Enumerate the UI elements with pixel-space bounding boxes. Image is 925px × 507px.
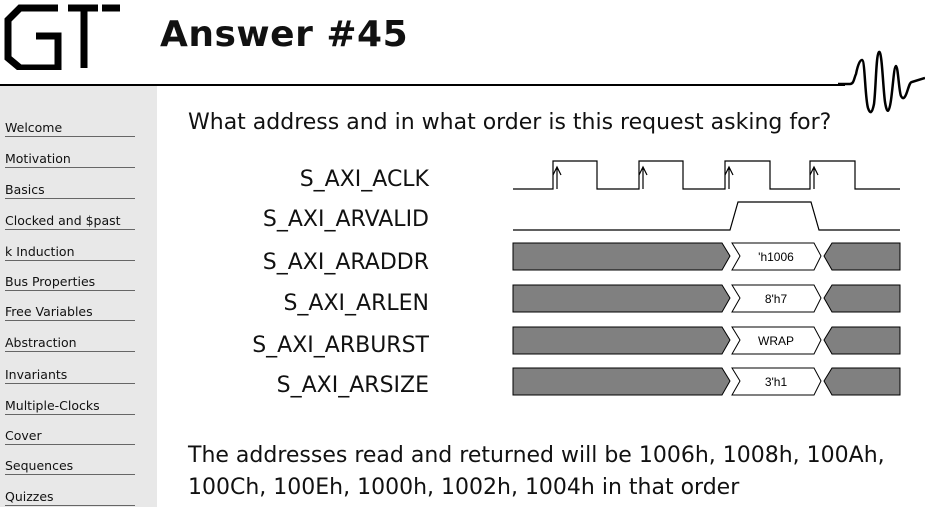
sidebar-item-welcome[interactable]: Welcome (5, 120, 135, 137)
answer-line-2: 100Ch, 100Eh, 1000h, 1002h, 1004h in tha… (188, 475, 740, 500)
signal-label-arlen: S_AXI_ARLEN (283, 291, 429, 316)
logo (4, 4, 120, 70)
answer-text: The addresses read and returned will be … (188, 440, 918, 504)
page-title: Answer #45 (160, 14, 409, 55)
arvalid-waveform (513, 201, 900, 231)
question-text: What address and in what order is this r… (188, 110, 832, 135)
waveform-logo-icon (838, 50, 925, 114)
sidebar-item-quizzes[interactable]: Quizzes (5, 489, 135, 506)
sidebar-item-clocked-and-past[interactable]: Clocked and $past (5, 213, 135, 230)
sidebar-item-abstraction[interactable]: Abstraction (5, 335, 135, 352)
arsize-value: 3'h1 (765, 375, 788, 389)
arburst-value: WRAP (758, 334, 794, 348)
header-divider (0, 84, 845, 86)
answer-line-1: The addresses read and returned will be … (188, 443, 885, 468)
sidebar-item-sequences[interactable]: Sequences (5, 458, 135, 475)
arlen-bus: 8'h7 (512, 284, 901, 313)
clock-waveform (513, 160, 900, 190)
arburst-bus: WRAP (512, 326, 901, 355)
sidebar-item-motivation[interactable]: Motivation (5, 151, 135, 168)
signal-label-arburst: S_AXI_ARBURST (252, 333, 429, 358)
sidebar-item-cover[interactable]: Cover (5, 428, 135, 445)
timing-diagram: 'h1006 8'h7 WRAP 3'h1 (512, 160, 901, 396)
clock-edge-arrows (552, 165, 819, 189)
araddr-value: 'h1006 (758, 250, 794, 264)
sidebar-item-bus-properties[interactable]: Bus Properties (5, 274, 135, 291)
sidebar-item-basics[interactable]: Basics (5, 182, 135, 199)
sidebar: Welcome Motivation Basics Clocked and $p… (0, 86, 157, 507)
sidebar-item-k-induction[interactable]: k Induction (5, 244, 135, 261)
sidebar-item-free-variables[interactable]: Free Variables (5, 304, 135, 321)
arsize-bus: 3'h1 (512, 367, 901, 396)
header: Answer #45 (0, 0, 925, 114)
signal-label-arvalid: S_AXI_ARVALID (262, 207, 429, 232)
araddr-bus: 'h1006 (512, 242, 901, 271)
signal-label-araddr: S_AXI_ARADDR (262, 250, 429, 275)
arlen-value: 8'h7 (765, 292, 788, 306)
signal-label-arsize: S_AXI_ARSIZE (276, 373, 429, 398)
signal-label-aclk: S_AXI_ACLK (299, 167, 429, 192)
sidebar-item-invariants[interactable]: Invariants (5, 367, 135, 384)
sidebar-item-multiple-clocks[interactable]: Multiple-Clocks (5, 398, 135, 415)
